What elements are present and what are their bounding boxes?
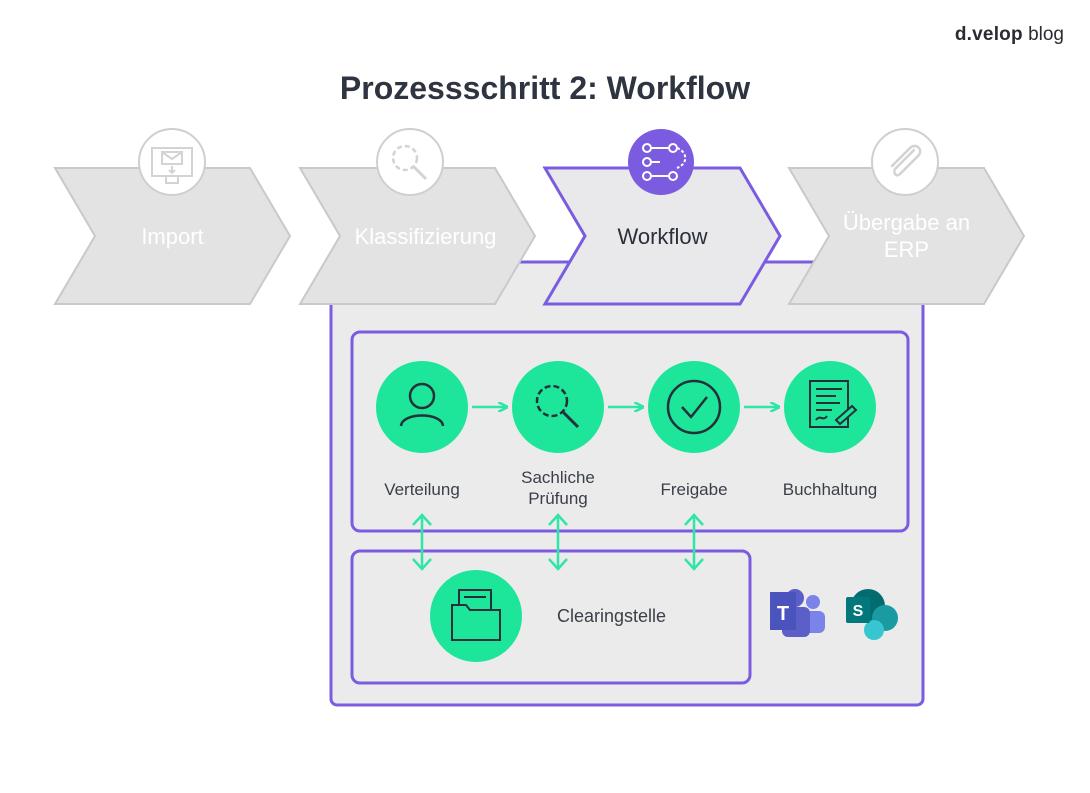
double-arrow-freigabe-clearing bbox=[684, 513, 704, 571]
node-label-freigabe: Freigabe bbox=[660, 480, 728, 499]
clearing-box bbox=[350, 549, 752, 685]
magnifier-step-icon bbox=[376, 128, 444, 196]
teams-letter: T bbox=[777, 603, 789, 625]
clearing-label: Clearingstelle bbox=[557, 606, 667, 626]
step-label-klassifizierung: Klassifizierung bbox=[354, 224, 497, 249]
sharepoint-logo: S bbox=[846, 589, 898, 640]
node-label-pruefung: Prüfung bbox=[528, 489, 588, 508]
step-erp-chevron bbox=[787, 167, 1026, 305]
brand-logo: d.velop blog bbox=[955, 24, 1064, 46]
workflow-steps-box bbox=[350, 330, 910, 533]
double-arrow-pruefung-clearing bbox=[548, 513, 568, 571]
step-workflow-chevron bbox=[542, 166, 782, 306]
teams-logo: T bbox=[770, 589, 825, 637]
workflow-icon bbox=[628, 129, 694, 195]
person-icon bbox=[376, 361, 468, 453]
magnifier-icon bbox=[512, 361, 604, 453]
page-title: Prozessschritt 2: Workflow bbox=[339, 70, 751, 106]
step-label-workflow: Workflow bbox=[617, 224, 708, 249]
node-label-sachliche: Sachliche bbox=[521, 468, 595, 487]
double-arrow-verteilung-clearing bbox=[412, 513, 432, 571]
monitor-mail-icon bbox=[138, 128, 206, 196]
step-label-erp-line2: ERP bbox=[883, 237, 930, 262]
checkmark-icon bbox=[648, 361, 740, 453]
step-import-chevron bbox=[53, 167, 292, 305]
paperclip-icon bbox=[871, 128, 939, 196]
step-label-import: Import bbox=[141, 224, 204, 249]
node-label-sachliche-pruefung: Sachliche Prüfung bbox=[488, 467, 628, 509]
brand-name: d.velop bbox=[954, 24, 1023, 45]
step-label-erp-line1: Übergabe an bbox=[842, 210, 971, 235]
brand-suffix: blog bbox=[1022, 24, 1064, 45]
step-label-erp: Übergabe an ERP bbox=[829, 209, 984, 263]
step-klassifizierung-chevron bbox=[298, 167, 537, 305]
folder-icon bbox=[430, 570, 522, 662]
node-label-buchhaltung: Buchhaltung bbox=[782, 480, 878, 499]
node-label-verteilung: Verteilung bbox=[384, 480, 460, 499]
sharepoint-letter: S bbox=[853, 603, 864, 620]
document-sign-icon bbox=[784, 361, 876, 453]
